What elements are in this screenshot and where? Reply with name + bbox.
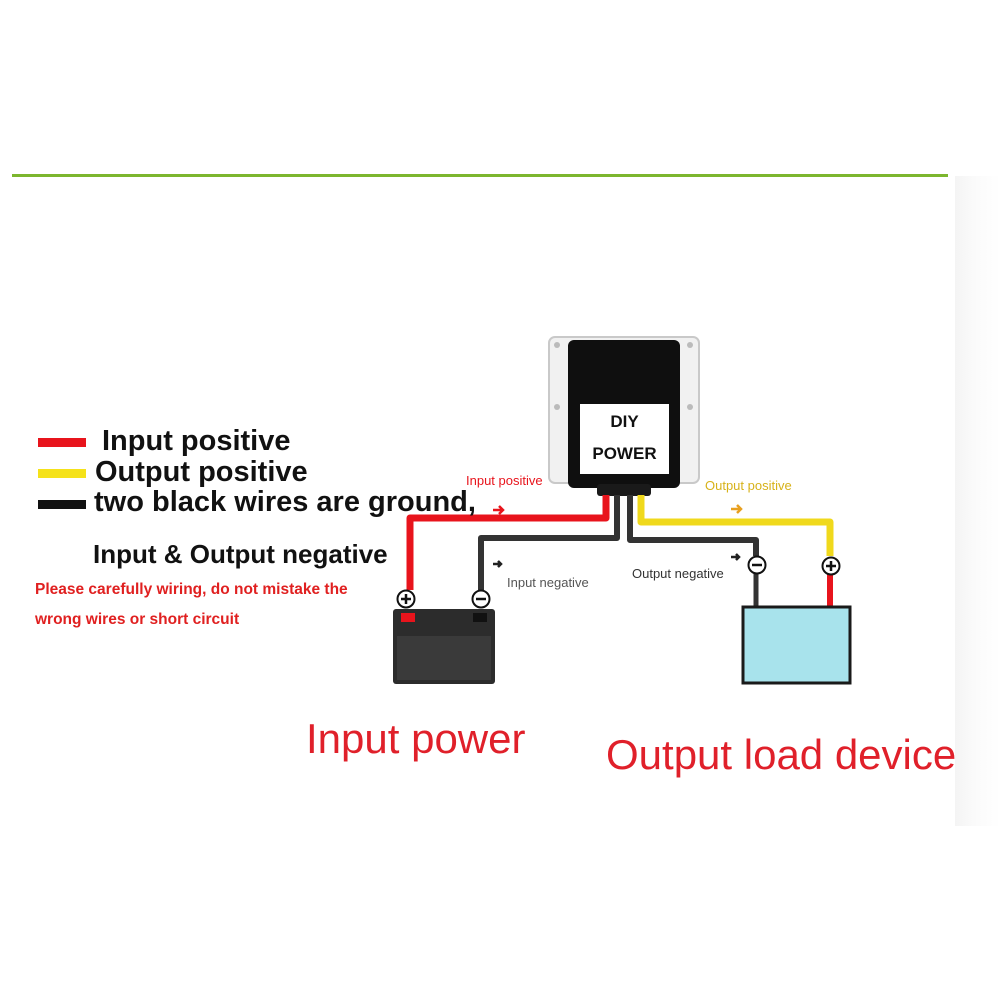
- minus-terminal-icon: [471, 589, 491, 609]
- mount-hole-icon: [687, 342, 693, 348]
- legend-label-input-positive: Input positive: [102, 425, 291, 457]
- battery-negative-terminal: [473, 613, 487, 622]
- wire-label-input-positive: Input positive: [466, 473, 543, 488]
- legend-swatch-ground: [38, 500, 86, 509]
- input-positive-wire: [406, 495, 610, 590]
- arrow-right-icon: [493, 560, 503, 568]
- legend-label-ground: two black wires are ground,: [94, 486, 476, 518]
- legend-label-output-positive: Output positive: [95, 456, 308, 488]
- battery-positive-terminal: [401, 613, 415, 622]
- arrow-right-icon: [731, 504, 743, 514]
- legend-swatch-input-positive: [38, 438, 86, 447]
- warning-line-2: wrong wires or short circuit: [35, 611, 240, 628]
- plus-terminal-icon: [396, 589, 416, 609]
- arrow-right-icon: [731, 553, 741, 561]
- output-positive-wire: [637, 495, 834, 556]
- input-power-label: Input power: [306, 715, 526, 762]
- output-load-box: [741, 605, 852, 685]
- right-edge-shade: [955, 176, 1000, 826]
- output-load-label: Output load device: [606, 731, 957, 778]
- mount-hole-icon: [687, 404, 693, 410]
- wire-label-output-positive: Output positive: [705, 478, 792, 493]
- output-negative-wire: [627, 495, 759, 556]
- legend-note: Input & Output negative: [93, 539, 388, 569]
- wire-label-input-negative: Input negative: [507, 575, 589, 590]
- module-label-line1: DIY: [610, 412, 639, 431]
- warning-line-1: Please carefully wiring, do not mistake …: [35, 581, 348, 598]
- module-sticker: [580, 404, 669, 474]
- cable-gland: [597, 484, 651, 496]
- module-label-line2: POWER: [592, 444, 657, 463]
- mount-hole-icon: [554, 342, 560, 348]
- legend-swatch-output-positive: [38, 469, 86, 478]
- plus-terminal-icon: [821, 556, 841, 576]
- minus-terminal-icon: [747, 555, 767, 575]
- top-divider-line: [12, 174, 948, 177]
- mount-hole-icon: [554, 404, 560, 410]
- wire-label-output-negative: Output negative: [632, 566, 724, 581]
- arrow-right-icon: [493, 505, 505, 515]
- input-negative-wire: [478, 495, 620, 590]
